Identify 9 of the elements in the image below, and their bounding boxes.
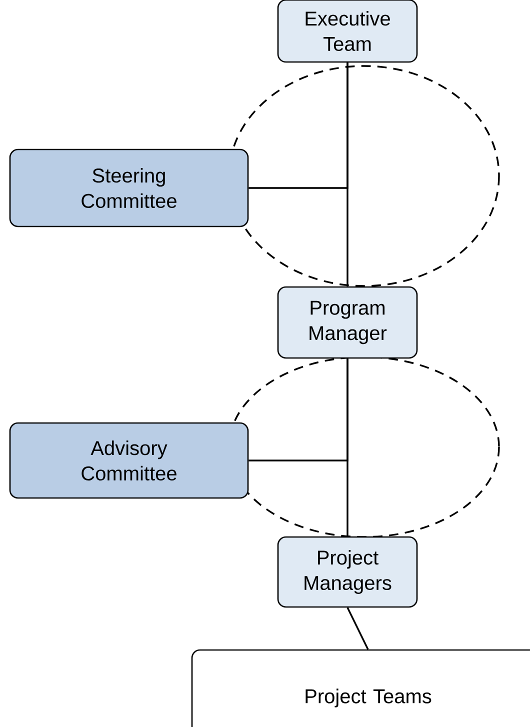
connector-line xyxy=(248,358,348,462)
role-box: Program Manager xyxy=(277,286,418,359)
connector-line xyxy=(346,607,369,650)
committee-box: Advisory Committee xyxy=(9,422,249,499)
connector-line xyxy=(248,62,348,189)
role-box: Project Managers xyxy=(277,536,418,608)
role-box: Executive Team xyxy=(277,0,418,63)
committee-box: Steering Committee xyxy=(9,148,249,228)
team-box: Project Teams xyxy=(191,649,530,727)
